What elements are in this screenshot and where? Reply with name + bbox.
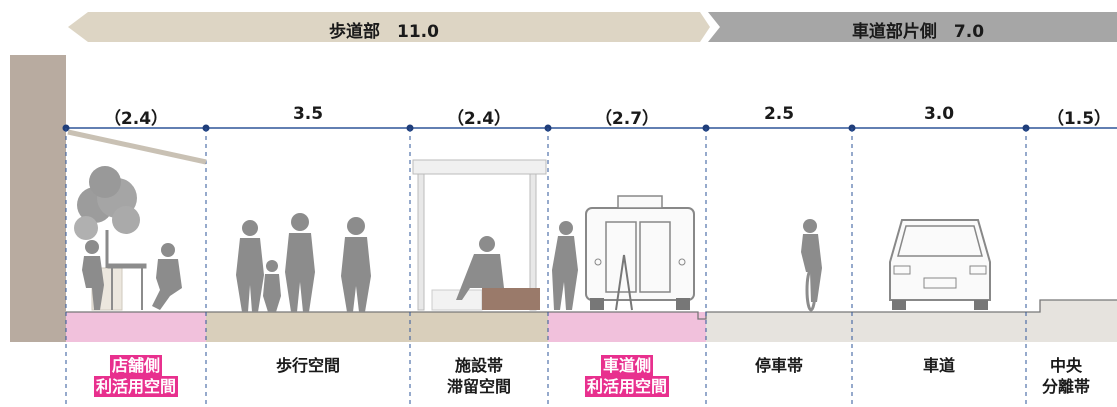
zone-label-parking: 停車帯 bbox=[755, 355, 803, 376]
dimension-label: 2.5 bbox=[763, 104, 795, 124]
zone-label-median: 中央 分離帯 bbox=[1042, 355, 1090, 397]
zone-label-line: 店舗側 bbox=[109, 355, 163, 376]
ground-walkway bbox=[206, 312, 410, 342]
roadway-header-label: 車道部片側 7.0 bbox=[851, 22, 985, 42]
cafe-table-icon bbox=[82, 240, 182, 310]
zone-label-line: 利活用空間 bbox=[584, 376, 670, 397]
dimension-label: （1.5） bbox=[1046, 109, 1112, 129]
dimension-label: 3.0 bbox=[923, 104, 955, 124]
awning-icon bbox=[67, 129, 207, 165]
zone-label-facility: 施設帯 滞留空間 bbox=[447, 355, 511, 397]
ground-shop-utilization bbox=[66, 312, 206, 342]
dimension-label: （2.7） bbox=[594, 109, 660, 129]
zone-label-shop-utilization: 店舗側 利活用空間 bbox=[93, 355, 179, 397]
zone-label-roadway: 車道 bbox=[923, 355, 955, 376]
ground-median bbox=[1026, 300, 1117, 342]
food-truck-icon bbox=[552, 195, 695, 311]
zone-label-line: 停車帯 bbox=[754, 356, 804, 375]
roadway-arrow bbox=[708, 12, 1117, 42]
dimension-label: （2.4） bbox=[103, 109, 169, 129]
bench-shelter-icon bbox=[412, 159, 547, 311]
dimension-label: （2.4） bbox=[446, 109, 512, 129]
sidewalk-arrow bbox=[68, 12, 710, 42]
pedestrian-icon bbox=[236, 213, 371, 312]
zone-label-line: 滞留空間 bbox=[446, 377, 512, 396]
zone-label-walkway: 歩行空間 bbox=[276, 355, 340, 376]
zone-label-line: 車道 bbox=[922, 356, 956, 375]
sidewalk-header-label: 歩道部 11.0 bbox=[329, 22, 439, 42]
ground-facility-zone bbox=[410, 312, 548, 342]
ground-parking-lane bbox=[706, 312, 1026, 342]
tree-icon bbox=[74, 166, 140, 311]
cyclist-icon bbox=[801, 219, 822, 312]
zone-label-road-utilization: 車道側 利活用空間 bbox=[584, 355, 670, 397]
zone-boundaries bbox=[65, 128, 1027, 407]
ground-road-utilization bbox=[548, 312, 706, 342]
building-wall bbox=[10, 55, 66, 342]
zone-label-line: 中央 bbox=[1049, 356, 1083, 375]
zone-label-line: 分離帯 bbox=[1041, 377, 1091, 396]
car-rear-icon bbox=[889, 219, 991, 310]
zone-label-line: 歩行空間 bbox=[275, 356, 341, 375]
zone-label-line: 車道側 bbox=[600, 355, 654, 376]
dimension-label: 3.5 bbox=[292, 104, 324, 124]
zone-label-line: 利活用空間 bbox=[93, 376, 179, 397]
zone-label-line: 施設帯 bbox=[454, 356, 504, 375]
